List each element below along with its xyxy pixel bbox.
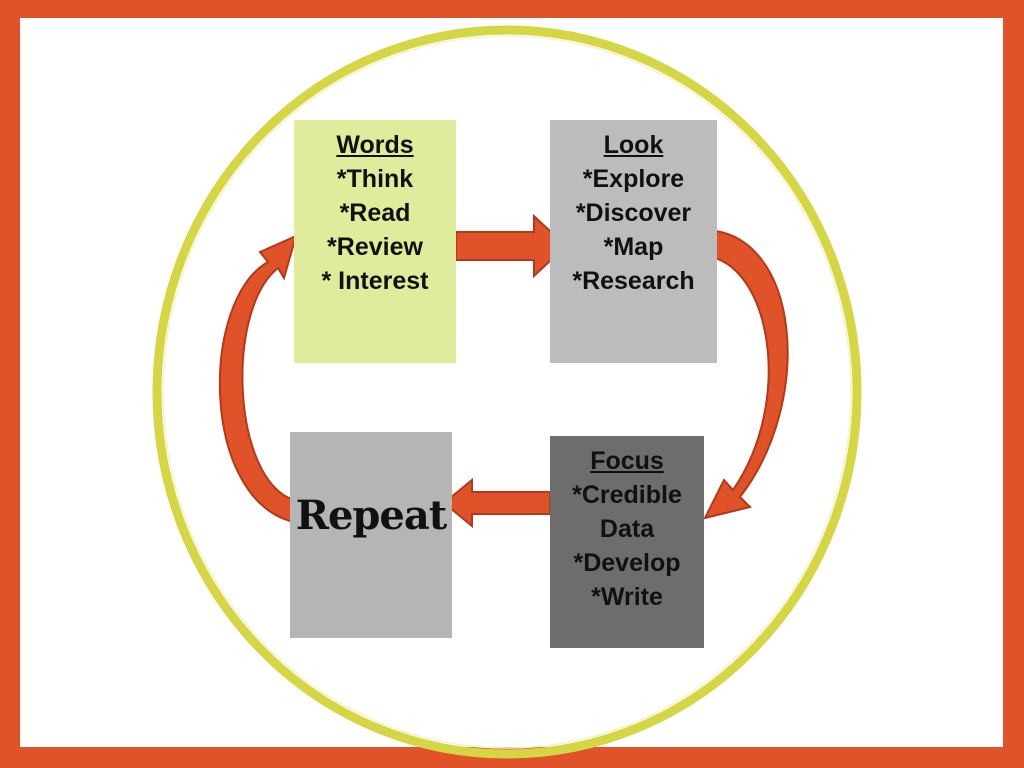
look-heading: Look [603, 131, 664, 159]
words-item: * Interest [321, 267, 429, 295]
repeat-label: Repeat [295, 492, 448, 539]
focus-item: *Develop [573, 549, 681, 577]
focus-item: *Write [591, 583, 663, 611]
focus-box: Focus *Credible Data *Develop *Write [550, 436, 704, 648]
words-heading: Words [336, 131, 414, 159]
words-item: *Think [336, 165, 414, 193]
arrow-repeat-to-words [218, 234, 298, 524]
focus-item: Data [599, 515, 655, 543]
arrow-look-to-focus [703, 228, 789, 520]
look-box: Look *Explore *Discover *Map *Research [550, 120, 717, 363]
repeat-box: Repeat [290, 432, 452, 638]
words-item: *Read [339, 199, 411, 227]
words-item: *Review [327, 233, 423, 261]
look-item: *Discover [575, 199, 692, 227]
slide-canvas [20, 18, 1003, 747]
look-item: *Explore [582, 165, 685, 193]
look-item: *Research [572, 267, 695, 295]
words-box: Words *Think *Read *Review * Interest [294, 120, 456, 363]
focus-item: *Credible [572, 481, 682, 509]
look-item: *Map [603, 233, 664, 261]
focus-heading: Focus [590, 447, 664, 475]
arrow-focus-to-repeat [442, 477, 551, 529]
